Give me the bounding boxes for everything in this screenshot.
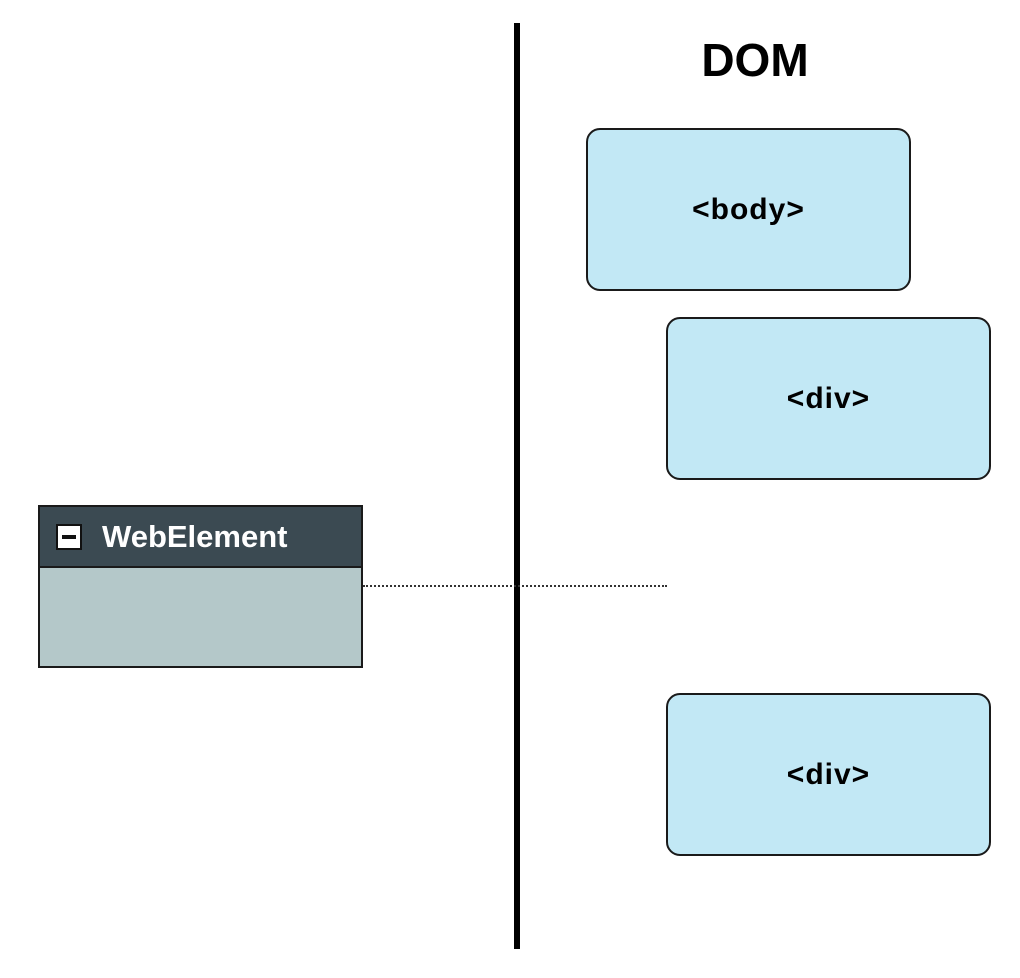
dom-node-label: <div> [786, 381, 871, 415]
dotted-connector [363, 585, 667, 587]
dom-node-body: <body> [586, 128, 911, 291]
dom-node-div: <div> [666, 317, 991, 480]
collapse-minus-icon[interactable] [56, 523, 82, 550]
dom-title: DOM [701, 34, 809, 86]
dom-node-label: <div> [786, 757, 871, 791]
web-element-box: WebElement [38, 505, 363, 668]
dom-node-div: <div> [666, 693, 991, 856]
web-element-header: WebElement [40, 507, 361, 568]
web-element-body [40, 568, 361, 666]
web-element-title: WebElement [102, 518, 288, 554]
vertical-divider [514, 23, 520, 949]
dom-node-label: <body> [692, 192, 805, 226]
